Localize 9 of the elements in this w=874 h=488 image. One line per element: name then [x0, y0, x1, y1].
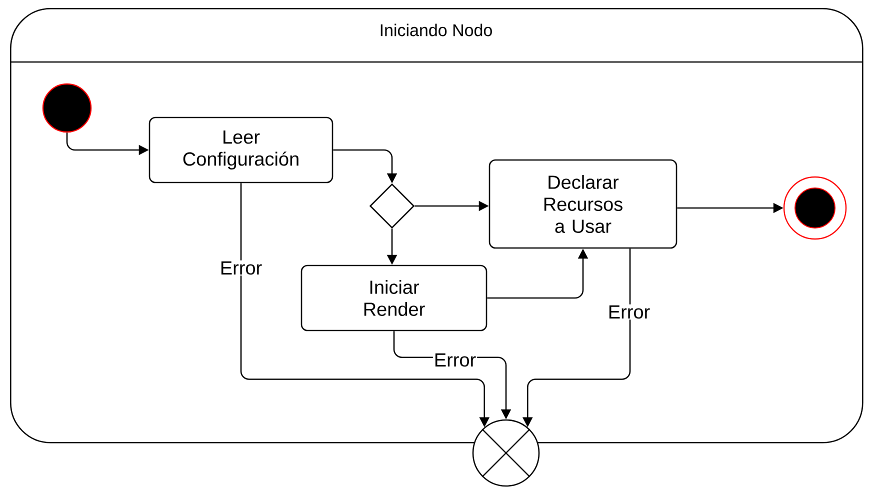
- edge-label: Error: [218, 260, 264, 276]
- start-node: [42, 83, 92, 133]
- action-box: Iniciar Render: [300, 264, 488, 332]
- edge-label: Error: [432, 352, 478, 368]
- end-node: [783, 176, 847, 240]
- edge-label: Error: [606, 304, 652, 320]
- action-box: Leer Configuración: [148, 116, 334, 184]
- action-box: Declarar Recursos a Usar: [488, 159, 678, 249]
- flow-final-node: [472, 419, 540, 487]
